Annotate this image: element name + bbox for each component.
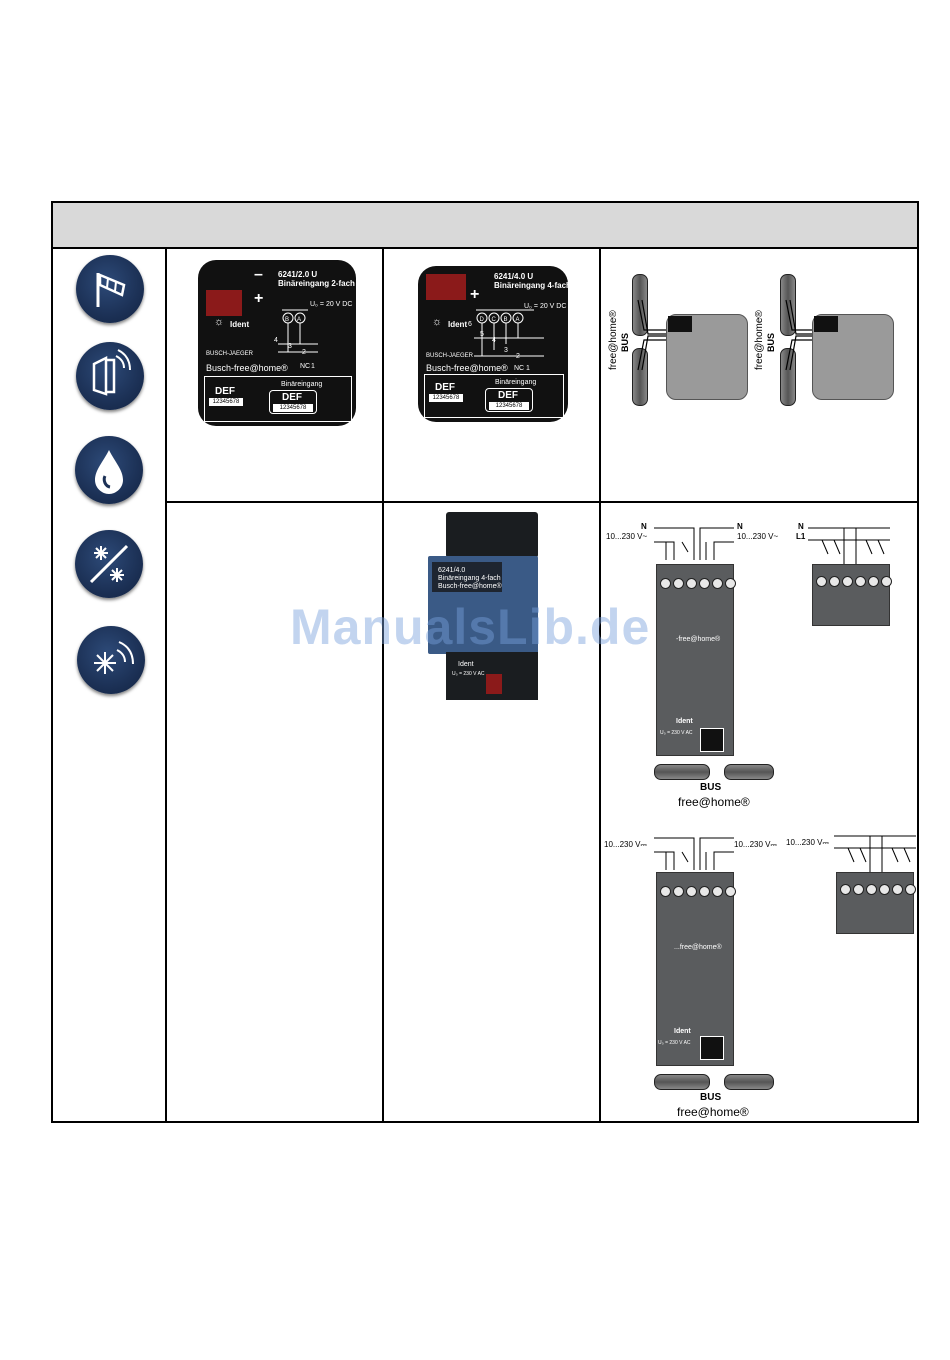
terminal-3: 3: [504, 347, 508, 354]
din-ident: Ident: [458, 661, 474, 668]
voltage-left: 10...230 V~: [606, 532, 648, 541]
din-name: Binäreingang 4-fach: [438, 575, 501, 582]
l1-label: L1: [796, 532, 806, 541]
terminal-nc: NC: [514, 365, 525, 372]
din-brand: Busch-free@home®: [438, 583, 502, 590]
brand-small: BUSCH-JAEGER: [206, 351, 254, 357]
sun-icon: ☼: [432, 316, 443, 328]
minus-sign: –: [254, 266, 263, 283]
def-label-right: DEF: [282, 392, 302, 403]
ident-label: Ident: [230, 320, 250, 329]
n-label-small: N: [798, 522, 804, 531]
device-model: 6241/2.0 U: [278, 270, 318, 279]
terminal-nc: NC: [300, 363, 311, 370]
def-panel: DEF 12345678 Binäreingang DEF 12345678: [204, 376, 352, 422]
serial-left: 12345678: [209, 398, 243, 406]
def-caption: Binäreingang: [281, 381, 323, 388]
plus-sign: +: [254, 290, 264, 307]
n-label-right: N: [737, 522, 743, 531]
terminal-2: 2: [516, 353, 520, 360]
column-divider: [599, 247, 601, 1121]
bus-label: BUS: [700, 1092, 722, 1103]
terminal-3: 3: [288, 343, 292, 350]
ident-label: Ident: [448, 320, 468, 329]
device-table: [51, 201, 919, 1123]
plus-sign: +: [470, 286, 480, 303]
watermark: ManualsLib.de: [290, 599, 651, 655]
def-caption: Binäreingang: [495, 379, 537, 386]
brand-label: Busch-free@home®: [426, 363, 508, 373]
serial-right: 12345678: [273, 404, 313, 412]
binary-input-2fold-device: 6241/2.0 U Binäreingang 2-fach – + U₀ = …: [198, 260, 356, 426]
terminal-block: [206, 290, 242, 316]
n-label: N: [641, 522, 647, 531]
column-divider: [382, 247, 384, 1121]
device-model: 6241/4.0 U: [494, 272, 534, 281]
brand-label: -free@home®: [676, 636, 721, 643]
def-label: DEF: [215, 386, 235, 397]
door-window-contact-icon: [76, 342, 144, 410]
terminal-6: 6: [468, 321, 472, 328]
sun-icon: ☼: [214, 316, 225, 328]
voltage-label: U₀ = 230 V AC: [658, 1040, 691, 1046]
windsock-icon: [76, 255, 144, 323]
bus-brand-label: free@home®: [678, 795, 750, 809]
def-label-right: DEF: [498, 390, 518, 401]
terminal-5: 5: [480, 331, 484, 338]
bus-brand-label: free@home®: [608, 310, 619, 370]
binary-input-4fold-device: 6241/4.0 U Binäreingang 4-fach + U₀ = 20…: [418, 266, 571, 422]
terminal-block: [426, 274, 466, 300]
voltage-label: U₀ = 20 V DC: [310, 301, 353, 308]
device-name: Binäreingang 4-fach: [494, 281, 571, 290]
din-model: 6241/4.0: [438, 567, 466, 574]
terminal-2: 2: [302, 349, 306, 356]
bus-brand-label: free@home®: [677, 1105, 749, 1119]
serial-right: 12345678: [489, 402, 529, 410]
table-header-row: [53, 203, 917, 249]
serial-left: 12345678: [429, 394, 463, 402]
def-panel: DEF 12345678 Binäreingang DEF 12345678: [424, 374, 564, 418]
row-divider: [167, 501, 917, 503]
bus-label: BUS: [700, 782, 722, 793]
voltage-label: U₀ = 230 V AC: [660, 730, 693, 736]
svg-text:B: B: [285, 317, 289, 323]
svg-text:B: B: [504, 317, 508, 323]
brand-label: ...free@home®: [674, 944, 722, 951]
din-voltage: U₀ = 230 V AC: [452, 671, 485, 677]
voltage-left: 10...230 V⎓: [604, 840, 647, 849]
bus-label: BUS: [620, 332, 630, 352]
bus-label: BUS: [766, 332, 776, 352]
ident-label: Ident: [674, 1028, 691, 1035]
column-divider: [165, 247, 167, 1121]
brand-small: BUSCH-JAEGER: [426, 353, 474, 359]
terminal-1: 1: [311, 363, 315, 370]
brand-label: Busch-free@home®: [206, 363, 288, 373]
svg-text:C: C: [492, 317, 497, 323]
voltage-right: 10...230 V⎓: [734, 840, 777, 849]
device-name: Binäreingang 2-fach: [278, 279, 355, 288]
voltage-small: 10...230 V⎓: [786, 838, 829, 847]
svg-text:D: D: [480, 317, 485, 323]
climate-signal-icon: [77, 626, 145, 694]
ident-label: Ident: [676, 718, 693, 725]
heat-cool-icon: [75, 530, 143, 598]
bus-brand-label: free@home®: [754, 310, 765, 370]
def-label: DEF: [435, 382, 455, 393]
voltage-label: U₀ = 20 V DC: [524, 303, 567, 310]
svg-text:A: A: [297, 317, 301, 323]
svg-text:A: A: [516, 317, 520, 323]
voltage-right: 10...230 V~: [737, 532, 779, 541]
terminal-4: 4: [274, 337, 278, 344]
water-drop-icon: [75, 436, 143, 504]
terminal-4: 4: [492, 337, 496, 344]
terminal-1: 1: [526, 365, 530, 372]
